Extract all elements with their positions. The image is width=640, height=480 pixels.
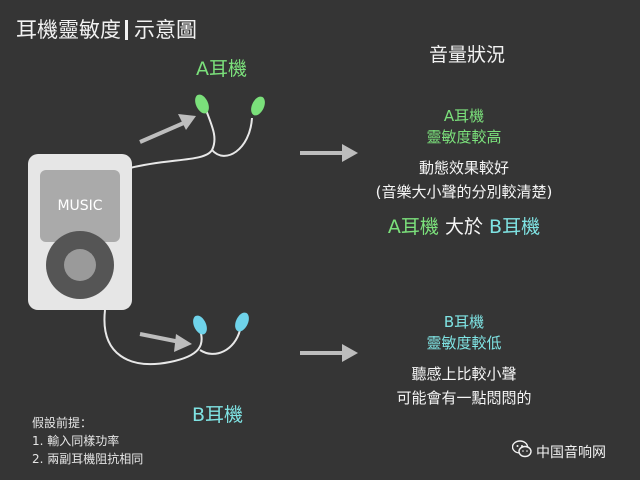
assumption-item: 2. 兩副耳機阻抗相同 bbox=[32, 452, 144, 466]
panel-a-detail: (音樂大小聲的分別較清楚) bbox=[375, 183, 553, 201]
volume-heading: 音量狀況 bbox=[428, 44, 505, 66]
panel-a-sensitivity: 靈敏度較高 bbox=[426, 128, 502, 146]
panel-b-detail: 可能會有一點悶悶的 bbox=[396, 389, 532, 407]
title-sub: 示意圖 bbox=[134, 18, 197, 42]
earbud-b-right bbox=[235, 312, 249, 332]
cable-b-branch bbox=[199, 329, 241, 355]
player-wheel-inner bbox=[64, 249, 96, 281]
page-title: 耳機靈敏度示意圖 bbox=[16, 14, 197, 44]
panel-b-heading: B耳機 靈敏度較低 bbox=[334, 312, 594, 354]
panel-a-description: 動態效果較好 (音樂大小聲的分別較清楚) bbox=[334, 156, 594, 204]
earphone-a-label: A耳機 bbox=[196, 58, 247, 80]
assumptions-note: 假設前提： 1. 輸入同樣功率 2. 兩副耳機阻抗相同 bbox=[32, 414, 143, 468]
comparison-middle: 大於 bbox=[444, 216, 483, 238]
music-player bbox=[28, 154, 132, 310]
title-separator bbox=[125, 20, 128, 40]
cable-b bbox=[103, 309, 203, 366]
assumptions-heading: 假設前提： bbox=[32, 416, 93, 430]
panel-b-description: 聽感上比較小聲 可能會有一點悶悶的 bbox=[334, 362, 594, 410]
arrow-result-b bbox=[300, 344, 358, 362]
comparison-line: A耳機 大於 B耳機 bbox=[334, 212, 594, 239]
assumption-item: 1. 輸入同樣功率 bbox=[32, 434, 120, 448]
comparison-left: A耳機 bbox=[387, 216, 439, 238]
arrow-result-a bbox=[300, 144, 358, 162]
arrow-to-earphone-a bbox=[139, 114, 196, 144]
panel-b-name: B耳機 bbox=[443, 313, 485, 331]
arrow-to-earphone-b bbox=[139, 332, 192, 352]
cable-a-branch bbox=[211, 117, 253, 157]
earbud-a-left bbox=[195, 94, 209, 114]
watermark-text: 中国音响网 bbox=[536, 445, 606, 461]
panel-a-name: A耳機 bbox=[443, 107, 485, 125]
earbud-a-right bbox=[251, 96, 265, 116]
earbud-b-left bbox=[193, 315, 207, 335]
panel-a-heading: A耳機 靈敏度較高 bbox=[334, 106, 594, 148]
player-screen bbox=[40, 170, 120, 242]
player-screen-label: MUSIC bbox=[57, 198, 103, 214]
panel-b-sensitivity: 靈敏度較低 bbox=[426, 334, 502, 352]
wechat-icon bbox=[512, 440, 532, 458]
panel-b-effect: 聽感上比較小聲 bbox=[411, 365, 517, 383]
earphone-b-label: B耳機 bbox=[192, 404, 244, 426]
comparison-right: B耳機 bbox=[489, 216, 541, 238]
title-main: 耳機靈敏度 bbox=[16, 18, 121, 42]
panel-a-effect: 動態效果較好 bbox=[418, 159, 509, 177]
